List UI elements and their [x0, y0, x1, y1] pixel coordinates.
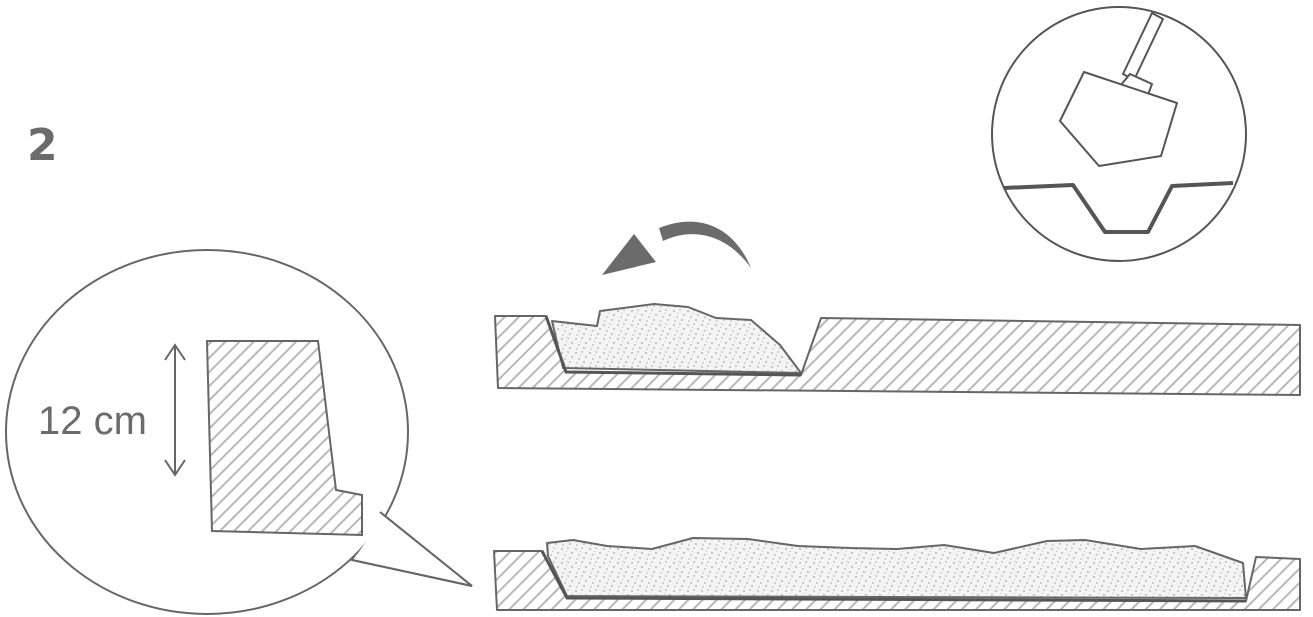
curved-arrow-icon: [602, 221, 751, 275]
dimension-label: 12 cm: [38, 399, 147, 443]
filled-trench-cross-section: [493, 537, 1301, 611]
step-number: 2: [27, 120, 58, 171]
shovel-icon: [1059, 12, 1178, 167]
detail-bubble: 12 cm: [5, 249, 473, 615]
trench-profile: [1003, 181, 1234, 234]
curb-cross-section: [205, 340, 363, 537]
double-arrow-icon: [164, 343, 186, 477]
gravel-fill: [546, 537, 1247, 599]
digging-inset: [991, 6, 1247, 262]
excavation-cross-section: [494, 303, 1301, 396]
gravel-pile: [551, 303, 802, 374]
